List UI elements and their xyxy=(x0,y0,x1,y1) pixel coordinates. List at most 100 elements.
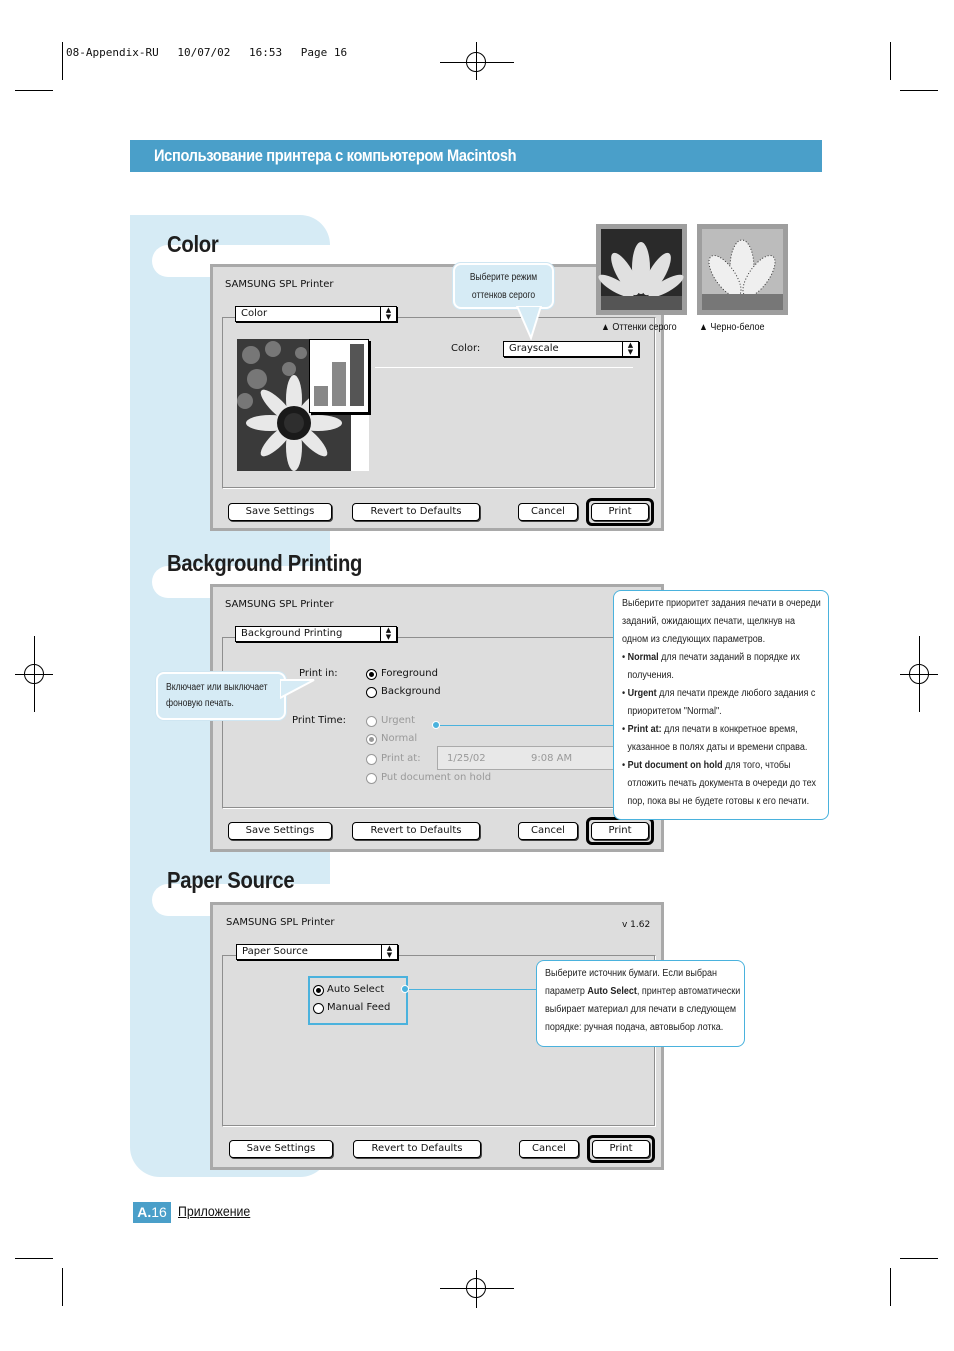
separator xyxy=(375,367,633,368)
urgent-desc-2: приоритетом "Normal". xyxy=(627,706,722,717)
print-button[interactable]: Print xyxy=(591,503,649,521)
triangle-up-icon: ▲ xyxy=(601,322,610,333)
connector-line xyxy=(409,989,536,990)
hold-radio[interactable] xyxy=(366,773,377,784)
background-right-callout: Выберите приоритет задания печати в очер… xyxy=(613,590,829,820)
revert-defaults-button[interactable]: Revert to Defaults xyxy=(352,503,480,521)
badge-num: 16 xyxy=(151,1204,167,1220)
print-in-label: Print in: xyxy=(299,668,338,679)
printer-name: SAMSUNG SPL Printer xyxy=(226,917,335,928)
hold-desc-2: отложить печать документа в очереди до т… xyxy=(627,778,816,789)
section-title-background: Background Printing xyxy=(167,550,363,576)
color-dialog: SAMSUNG SPL Printer Color ▲▼ xyxy=(210,264,664,531)
slug-date: 10/07/02 xyxy=(177,46,231,59)
save-settings-button[interactable]: Save Settings xyxy=(229,1140,333,1158)
right-callout-intro-2: заданий, ожидающих печати, щелкнув на xyxy=(622,616,795,627)
paper-callout-line3: выбирает материал для печати в следующем xyxy=(545,1004,737,1015)
page-number-badge: A.16 xyxy=(133,1202,171,1223)
print-button-frame xyxy=(587,1135,655,1163)
paper-callout-line4: порядке: ручная подача, автовыбор лотка. xyxy=(545,1022,724,1033)
callout-pointer xyxy=(280,679,315,700)
color-label: Color: xyxy=(451,343,481,354)
version-label: v 1.62 xyxy=(622,920,651,930)
auto-select-radio[interactable] xyxy=(313,985,324,996)
popup-arrows-icon: ▲▼ xyxy=(381,945,397,959)
save-settings-button[interactable]: Save Settings xyxy=(228,822,332,840)
print-at-field[interactable] xyxy=(437,746,615,770)
print-button-frame xyxy=(586,498,654,526)
background-radio[interactable] xyxy=(366,687,377,698)
manual-feed-radio[interactable] xyxy=(313,1003,324,1014)
revert-defaults-button[interactable]: Revert to Defaults xyxy=(353,1140,481,1158)
printat-desc-1: для печати в конкретное время, xyxy=(661,724,798,735)
caption-grayscale-text: Оттенки серого xyxy=(612,322,677,333)
section-title-color: Color xyxy=(167,231,219,257)
grayscale-thumbnail xyxy=(596,224,687,315)
printer-name: SAMSUNG SPL Printer xyxy=(225,279,334,290)
color-select-value: Grayscale xyxy=(509,343,559,354)
panel-popup-paper[interactable]: Paper Source ▲▼ xyxy=(236,944,398,960)
normal-desc-2: получения. xyxy=(627,670,674,681)
hold-desc-3: пор, пока вы не будете готовы к его печа… xyxy=(627,796,810,807)
right-callout-item-urgent: • Urgent для печати прежде любого задани… xyxy=(622,688,816,699)
print-button[interactable]: Print xyxy=(592,1140,650,1158)
caption-bw: ▲ Черно-белое xyxy=(699,322,765,333)
right-callout-intro-1: Выберите приоритет задания печати в очер… xyxy=(622,598,821,609)
popup-arrows-icon: ▲▼ xyxy=(380,627,396,641)
urgent-radio[interactable] xyxy=(366,716,377,727)
connector-dot xyxy=(401,985,409,993)
paper-callout-line1: Выберите источник бумаги. Если выбран xyxy=(545,968,717,979)
callout-pointer xyxy=(515,306,543,340)
print-at-date: 1/25/02 xyxy=(447,753,486,764)
slug-file: 08-Appendix-RU xyxy=(66,46,159,59)
triangle-up-icon: ▲ xyxy=(699,322,708,333)
connector-line xyxy=(440,725,613,726)
print-at-label: Print at: xyxy=(381,753,421,764)
foreground-label: Foreground xyxy=(381,668,438,679)
paper-source-group xyxy=(308,976,408,1025)
paper-callout-l2c: , принтер автоматически xyxy=(636,986,741,997)
urgent-desc-1: для печати прежде любого задания с xyxy=(656,688,816,699)
bar-chart-icon xyxy=(309,339,369,413)
panel-popup-color[interactable]: Color ▲▼ xyxy=(235,306,397,322)
term-normal: Normal xyxy=(627,652,659,663)
print-time-label: Print Time: xyxy=(292,715,347,726)
background-dialog: SAMSUNG SPL Printer Background Printing … xyxy=(210,584,664,852)
cancel-button[interactable]: Cancel xyxy=(518,822,578,840)
footer-section-link[interactable]: Приложение xyxy=(178,1203,251,1219)
right-callout-item-printat: • Print at: для печати в конкретное врем… xyxy=(622,724,798,735)
sunflower-image xyxy=(237,339,369,471)
panel-popup-label: Background Printing xyxy=(241,628,343,639)
right-callout-intro-3: одном из следующих параметров. xyxy=(622,634,766,645)
cancel-button[interactable]: Cancel xyxy=(518,503,578,521)
term-hold: Put document on hold xyxy=(627,760,723,771)
background-left-callout: Включает или выключает фоновую печать. xyxy=(156,672,286,720)
panel-popup-label: Paper Source xyxy=(242,946,308,957)
term-urgent: Urgent xyxy=(627,688,657,699)
color-panel-box xyxy=(222,317,656,489)
normal-radio[interactable] xyxy=(366,734,377,745)
panel-popup-background[interactable]: Background Printing ▲▼ xyxy=(235,626,397,642)
print-button[interactable]: Print xyxy=(591,822,649,840)
paper-callout-l2a: параметр xyxy=(545,986,588,997)
urgent-label: Urgent xyxy=(381,715,416,726)
paper-callout-line2: параметр Auto Select, принтер автоматиче… xyxy=(545,983,740,1001)
cancel-button[interactable]: Cancel xyxy=(519,1140,579,1158)
badge-prefix: A. xyxy=(137,1204,152,1220)
print-at-radio[interactable] xyxy=(366,754,377,765)
foreground-radio[interactable] xyxy=(366,669,377,680)
revert-defaults-button[interactable]: Revert to Defaults xyxy=(352,822,480,840)
left-callout-line2: фоновую печать. xyxy=(166,698,234,709)
bw-thumbnail xyxy=(697,224,788,315)
normal-desc-1: для печати заданий в порядке их xyxy=(658,652,800,663)
normal-label: Normal xyxy=(381,733,418,744)
color-callout-line2: оттенков серого xyxy=(471,290,536,301)
manual-feed-label: Manual Feed xyxy=(327,1002,391,1013)
save-settings-button[interactable]: Save Settings xyxy=(228,503,332,521)
caption-grayscale: ▲ Оттенки серого xyxy=(601,322,677,333)
printat-desc-2: указанное в полях даты и времени справа. xyxy=(627,742,808,753)
hold-label: Put document on hold xyxy=(381,772,492,783)
color-select[interactable]: Grayscale ▲▼ xyxy=(503,341,639,357)
section-title-paper: Paper Source xyxy=(167,867,295,893)
slug-page: Page 16 xyxy=(300,46,348,59)
